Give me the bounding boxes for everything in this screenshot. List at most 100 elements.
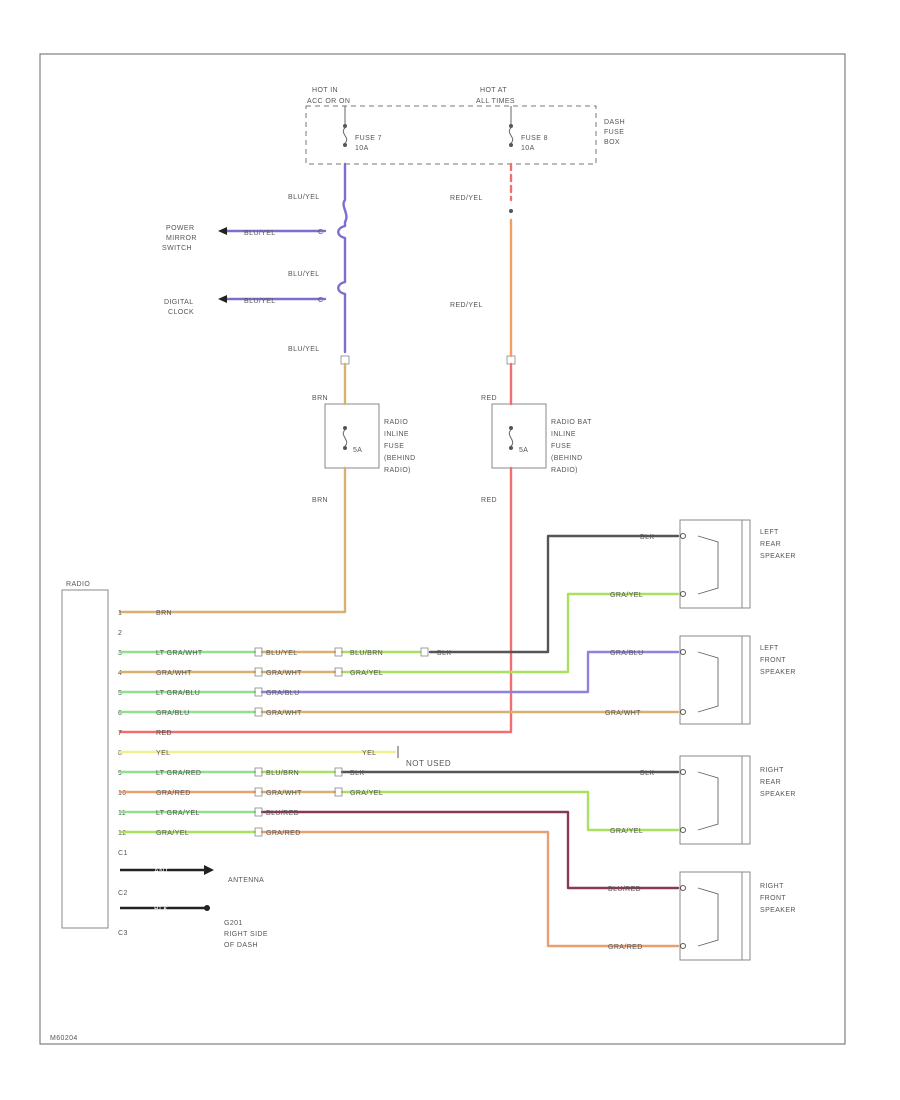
wire-label-blu-yel-3: BLU/YEL xyxy=(288,346,320,353)
wire-pin6-left-front-neg: GRA/BLU GRA/WHT GRA/WHT xyxy=(118,710,680,717)
lbl-gra-yel-p4: GRA/YEL xyxy=(350,670,383,677)
radio-pin-9: 9 xyxy=(118,770,122,777)
right-rear-label-1: RIGHT xyxy=(760,767,784,774)
wire-label-red-1: RED xyxy=(481,395,497,402)
radio-pin-6: 6 xyxy=(118,710,122,717)
figure-id: M60204 xyxy=(50,1035,78,1042)
radio-bat-fuse-label-2: INLINE xyxy=(551,431,576,438)
left-front-label-2: FRONT xyxy=(760,657,786,664)
lbl-gra-wht-p6: GRA/WHT xyxy=(266,710,302,717)
radio-bat-inline-fuse: 5A RADIO BAT INLINE FUSE (BEHIND RADIO) xyxy=(491,403,592,474)
digital-clock-label-1: DIGITAL xyxy=(164,299,194,306)
antenna-label: ANTENNA xyxy=(228,877,264,884)
hot-at-label-2: ALL TIMES xyxy=(476,98,515,105)
wire-red-lower xyxy=(118,466,513,734)
wire-label-blu-yel-2: BLU/YEL xyxy=(288,271,320,278)
wire-label-blu-yel-1: BLU/YEL xyxy=(288,194,320,201)
wire-pin5-left-front-pos: LT GRA/BLU GRA/BLU GRA/BLU xyxy=(118,650,680,697)
ground-label-2: RIGHT SIDE xyxy=(224,931,268,938)
digital-clock-label-2: CLOCK xyxy=(168,309,194,316)
dash-fuse-box xyxy=(305,105,597,165)
radio-bat-fuse-rating: 5A xyxy=(519,447,528,454)
fuse-8-label: FUSE 8 xyxy=(521,135,548,142)
fuse-8-rating: 10A xyxy=(521,145,535,152)
ground-wire-label: BLK xyxy=(154,906,168,913)
fuse-7-label: FUSE 7 xyxy=(355,135,382,142)
lbl-blk-p9: BLK xyxy=(350,770,364,777)
right-front-label-1: RIGHT xyxy=(760,883,784,890)
lbl-lt-gra-yel: LT GRA/YEL xyxy=(156,810,200,817)
wire-pin3-left-rear-pos: LT GRA/WHT BLU/YEL BLU/BRN BLK BLK xyxy=(118,534,680,657)
antenna-wire-label: ANT xyxy=(154,868,170,875)
radio-pin-1: 1 xyxy=(118,610,122,617)
left-front-label-3: SPEAKER xyxy=(760,669,796,676)
lbl-gra-red-p12: GRA/RED xyxy=(266,830,301,837)
lbl-gra-blu-lf: GRA/BLU xyxy=(610,650,644,657)
radio-pin-7: 7 xyxy=(118,730,122,737)
wire-label-blu-yel-clock: BLU/YEL xyxy=(244,298,276,305)
radio-c2: C2 xyxy=(118,890,128,897)
wire-pin10-right-rear-neg: GRA/RED GRA/WHT GRA/YEL GRA/YEL xyxy=(118,790,680,835)
mirror-connector: C xyxy=(318,229,323,236)
right-rear-speaker: RIGHT REAR SPEAKER xyxy=(679,755,796,845)
lbl-blu-red-rf: BLU/RED xyxy=(608,886,641,893)
right-front-speaker: RIGHT FRONT SPEAKER xyxy=(679,871,796,961)
radio-pin-5: 5 xyxy=(118,690,122,697)
lbl-gra-yel-lr: GRA/YEL xyxy=(610,592,643,599)
fuse-7: FUSE 7 10A xyxy=(342,106,382,152)
lbl-lt-gra-red-p9: LT GRA/RED xyxy=(156,770,201,777)
wire-label-red-3: RED xyxy=(156,730,172,737)
digital-clock-arrow xyxy=(218,295,227,303)
radio-bat-fuse-label-1: RADIO BAT xyxy=(551,419,592,426)
hot-run-label-2: ACC OR ON xyxy=(307,98,350,105)
diagram-frame xyxy=(39,53,846,1045)
harness-connectors xyxy=(254,647,429,837)
lbl-gra-blu-p5: GRA/BLU xyxy=(266,690,300,697)
radio-pin-8: 8 xyxy=(118,750,122,757)
lbl-lt-gra-wht: LT GRA/WHT xyxy=(156,650,203,657)
radio-fuse-label-3: FUSE xyxy=(384,443,404,450)
ground-lead: BLK G201 RIGHT SIDE OF DASH xyxy=(120,905,268,949)
wire-label-red-2: RED xyxy=(481,497,497,504)
radio-pin-2: 2 xyxy=(118,630,122,637)
right-front-label-3: SPEAKER xyxy=(760,907,796,914)
radio-inline-fuse: 5A RADIO INLINE FUSE (BEHIND RADIO) xyxy=(324,403,415,474)
power-mirror-label-2: MIRROR xyxy=(166,235,197,242)
lbl-blk-rr: BLK xyxy=(640,770,654,777)
left-rear-label-2: REAR xyxy=(760,541,781,548)
radio-title: RADIO xyxy=(66,581,90,588)
lbl-blk-lr: BLK xyxy=(640,534,654,541)
lbl-yel-p8: YEL xyxy=(156,750,170,757)
not-used-label: NOT USED xyxy=(406,759,451,768)
lbl-gra-wht-p10: GRA/WHT xyxy=(266,790,302,797)
hot-at-label: HOT AT xyxy=(480,87,507,94)
radio-pin-11: 11 xyxy=(118,810,126,817)
radio-bat-fuse-label-3: FUSE xyxy=(551,443,571,450)
wire-pin11-right-front-pos: LT GRA/YEL BLU/RED BLU/RED xyxy=(118,810,680,893)
ground-label-3: OF DASH xyxy=(224,942,258,949)
wire-pin4-left-rear-neg: GRA/WHT GRA/WHT GRA/YEL GRA/YEL xyxy=(118,592,680,677)
wire-label-blu-yel-mirror: BLU/YEL xyxy=(244,230,276,237)
radio-bat-fuse-label-4: (BEHIND xyxy=(551,455,583,462)
left-rear-speaker: LEFT REAR SPEAKER xyxy=(679,519,795,609)
right-rear-label-3: SPEAKER xyxy=(760,791,796,798)
lbl-gra-yel-p10: GRA/YEL xyxy=(350,790,383,797)
fuse-box-label-3: BOX xyxy=(604,139,620,146)
wire-label-brn-1: BRN xyxy=(312,395,328,402)
radio-pin-3: 3 xyxy=(118,650,122,657)
clock-connector: C xyxy=(318,297,323,304)
power-mirror-switch-arrow xyxy=(218,227,227,235)
blu-yel-feed: BLU/YEL BLU/YEL BLU/YEL BLU/YEL C BLU/YE… xyxy=(224,162,348,354)
radio-fuse-rating: 5A xyxy=(353,447,362,454)
wire-label-brn-2: BRN xyxy=(312,497,328,504)
right-front-label-2: FRONT xyxy=(760,895,786,902)
lbl-gra-yel-rr: GRA/YEL xyxy=(610,828,643,835)
wire-label-red-yel-1: RED/YEL xyxy=(450,195,483,202)
wire-label-red-yel-2: RED/YEL xyxy=(450,302,483,309)
left-rear-label-1: LEFT xyxy=(760,529,779,536)
lbl-gra-red-p10: GRA/RED xyxy=(156,790,191,797)
ground-label-1: G201 xyxy=(224,920,243,927)
radio-c1: C1 xyxy=(118,850,128,857)
lbl-lt-gra-blu: LT GRA/BLU xyxy=(156,690,200,697)
